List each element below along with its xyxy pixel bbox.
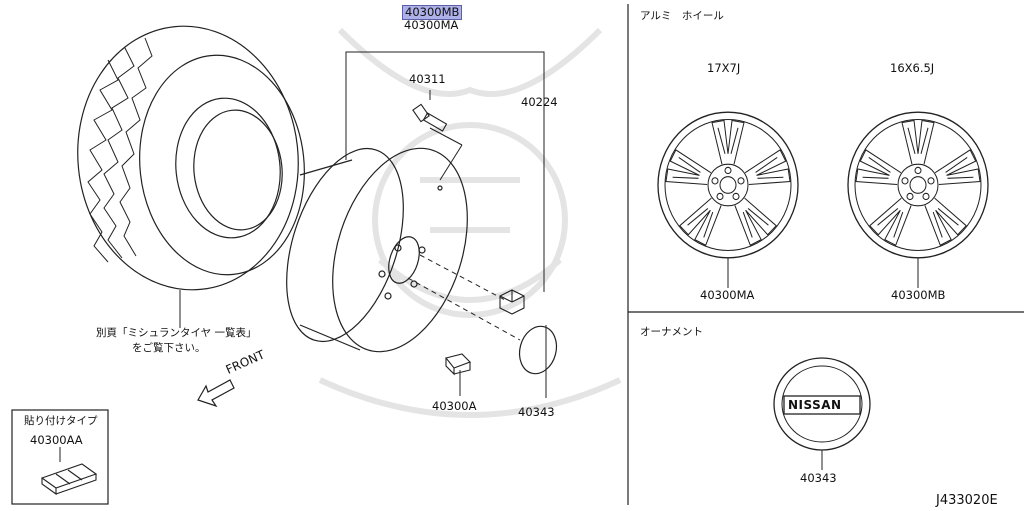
part-label-ornament[interactable]: 40343 [800, 471, 837, 485]
nissan-logo-text: NISSAN [788, 398, 842, 412]
part-label-40300ma-top[interactable]: 40300MA [404, 18, 459, 32]
alloy-section-title: アルミ ホイール [640, 10, 724, 22]
part-label-sticker[interactable]: 40300AA [30, 433, 83, 447]
alloy-wheel-16 [848, 112, 988, 258]
leader-lines [345, 51, 547, 398]
valve-drawing [412, 103, 448, 132]
sticker-weight-drawing [40, 463, 98, 496]
wheel-size-16: 16X6.5J [890, 61, 935, 75]
sticker-section-title: 貼り付けタイプ [24, 415, 98, 427]
part-label-cap[interactable]: 40343 [518, 405, 555, 419]
tire-note-line2: をご覧下さい。 [132, 342, 206, 354]
part-label-valve[interactable]: 40311 [409, 72, 446, 86]
wheel-size-17: 17X7J [707, 61, 741, 75]
steel-wheel-drawing [286, 147, 468, 353]
nissan-emblem-drawing [773, 357, 871, 451]
lug-nut-drawing [499, 289, 525, 315]
part-label-wheel-mb[interactable]: 40300MB [891, 288, 946, 302]
part-label-weight[interactable]: 40300A [432, 399, 477, 413]
sticker-box [11, 409, 109, 505]
diagram-id: J433020E [936, 493, 998, 508]
header-part-label[interactable]: 40300MB [402, 5, 463, 20]
part-label-nut[interactable]: 40224 [521, 95, 558, 109]
tire-drawing [77, 25, 305, 291]
ornament-section-title: オーナメント [640, 326, 703, 338]
alloy-wheel-17 [658, 112, 798, 258]
balance-weight-drawing [445, 353, 471, 376]
part-label-wheel-ma[interactable]: 40300MA [700, 288, 755, 302]
front-arrow-icon [197, 379, 235, 408]
tire-note-line1: 別頁「ミシュランタイヤ 一覧表」 [96, 327, 257, 339]
center-cap-drawing [518, 325, 558, 375]
watermark-emblem [318, 27, 622, 418]
